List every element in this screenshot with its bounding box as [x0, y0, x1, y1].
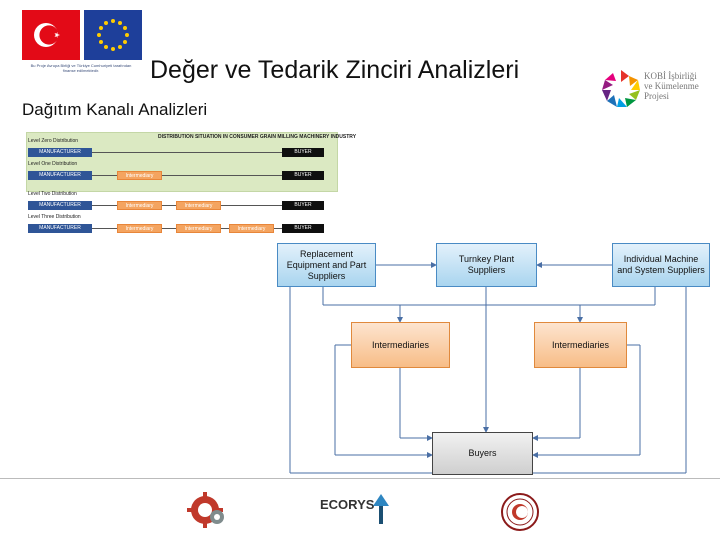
kobi-logo-icon [600, 68, 642, 115]
page-subtitle: Dağıtım Kanalı Analizleri [22, 100, 208, 119]
flow-arrow [162, 205, 176, 206]
ministry-seal-icon [501, 493, 539, 536]
footer-bar [0, 478, 720, 541]
gear-logo-icon [185, 490, 229, 533]
manufacturer-box: MANUFACTURER [28, 201, 92, 210]
manufacturer-box: MANUFACTURER [28, 171, 92, 180]
distribution-panel [26, 132, 338, 192]
manufacturer-box: MANUFACTURER [28, 148, 92, 157]
buyer-box: BUYER [282, 171, 324, 180]
individual-suppliers-node: Individual Machine and System Suppliers [612, 243, 710, 287]
level-label: Level One Distribution [28, 161, 78, 167]
intermediary-box: Intermediary [176, 224, 221, 233]
flow-arrow [274, 228, 282, 229]
buyer-box: BUYER [282, 224, 324, 233]
buyer-box: BUYER [282, 148, 324, 157]
flow-arrow [92, 228, 117, 229]
buyer-box: BUYER [282, 201, 324, 210]
flow-arrow [92, 205, 117, 206]
intermediary-box: Intermediary [229, 224, 274, 233]
intermediary-box: Intermediary [117, 171, 162, 180]
buyers-node: Buyers [432, 432, 533, 475]
intermediary-box: Intermediary [176, 201, 221, 210]
turkey-flag-logo [22, 10, 80, 60]
page-title: Değer ve Tedarik Zinciri Analizleri [150, 56, 520, 84]
intermediaries-right-node: Intermediaries [534, 322, 627, 368]
eu-flag-logo [84, 10, 142, 60]
replacement-suppliers-node: Replacement Equipment and Part Suppliers [277, 243, 376, 287]
logo-caption: Bu Proje Avrupa Birliği ve Türkiye Cumhu… [30, 63, 132, 73]
flow-arrow [221, 205, 282, 206]
distribution-heading: DISTRIBUTION SITUATION IN CONSUMER GRAIN… [158, 134, 357, 140]
ecorys-logo: ECORYS [320, 497, 375, 512]
kobi-logo-text: KOBİ İşbirliği ve Kümelenme Projesi [644, 71, 699, 101]
ecorys-mark-icon [373, 494, 389, 531]
flow-arrow [92, 152, 282, 153]
intermediaries-left-node: Intermediaries [351, 322, 450, 368]
manufacturer-box: MANUFACTURER [28, 224, 92, 233]
flow-arrow [221, 228, 229, 229]
level-label: Level Zero Distribution [28, 138, 79, 144]
flow-arrow [162, 175, 282, 176]
intermediary-box: Intermediary [117, 224, 162, 233]
level-label: Level Two Distribution [28, 191, 77, 197]
flow-arrow [92, 175, 117, 176]
intermediary-box: Intermediary [117, 201, 162, 210]
flow-arrow [162, 228, 176, 229]
level-label: Level Three Distribution [28, 214, 81, 220]
turnkey-suppliers-node: Turnkey Plant Suppliers [436, 243, 537, 287]
